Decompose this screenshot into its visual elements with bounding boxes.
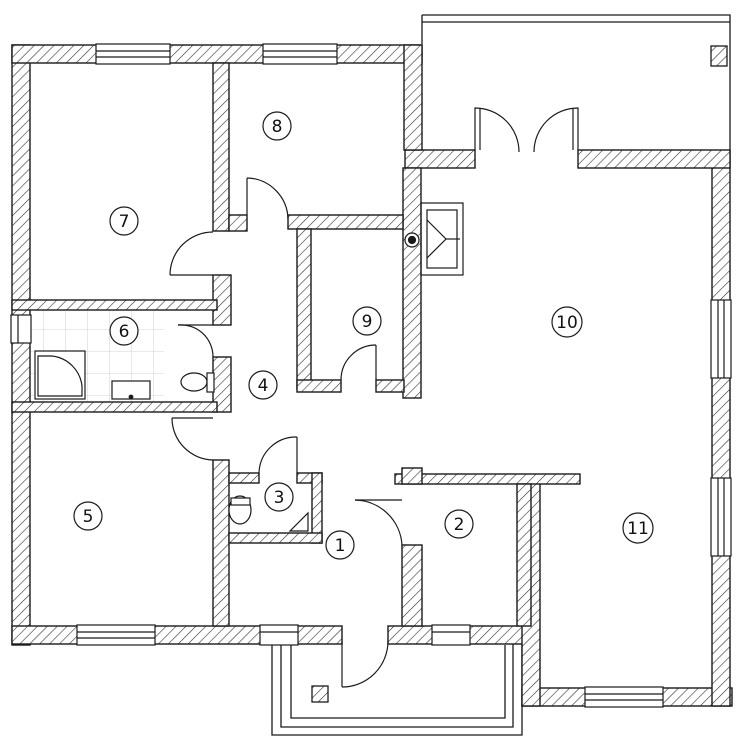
room-label-1: 1 (325, 530, 355, 560)
room-label-6: 6 (109, 316, 139, 346)
room-label-9: 9 (352, 306, 382, 336)
room-label-4: 4 (248, 370, 278, 400)
room-number-9: 9 (362, 312, 373, 332)
room-number-2: 2 (454, 515, 465, 535)
room-number-5: 5 (83, 507, 94, 527)
room-label-2: 2 (444, 509, 474, 539)
room-number-1: 1 (335, 536, 346, 556)
room-label-10: 10 (551, 306, 583, 338)
doors (169, 107, 579, 688)
room-label-3: 3 (264, 482, 294, 512)
room-label-7: 7 (109, 206, 139, 236)
toilet-bathroom (180, 372, 208, 392)
room-number-4: 4 (258, 376, 269, 396)
room-label-11: 11 (622, 512, 654, 544)
shower-tray (34, 350, 86, 400)
room-label-8: 8 (262, 111, 292, 141)
room-number-11: 11 (627, 519, 649, 539)
stove (404, 202, 464, 276)
terrace-top (421, 14, 731, 152)
room-number-10: 10 (556, 313, 578, 333)
windows (10, 43, 732, 708)
bathroom-fixtures (34, 350, 309, 532)
porch (271, 640, 523, 736)
room-number-6: 6 (119, 322, 130, 342)
room-number-3: 3 (274, 488, 285, 508)
room-labels: 1 2 3 4 5 6 7 8 9 10 11 (73, 111, 654, 560)
room-label-5: 5 (73, 501, 103, 531)
room-number-8: 8 (272, 117, 283, 137)
room-number-7: 7 (119, 212, 130, 232)
